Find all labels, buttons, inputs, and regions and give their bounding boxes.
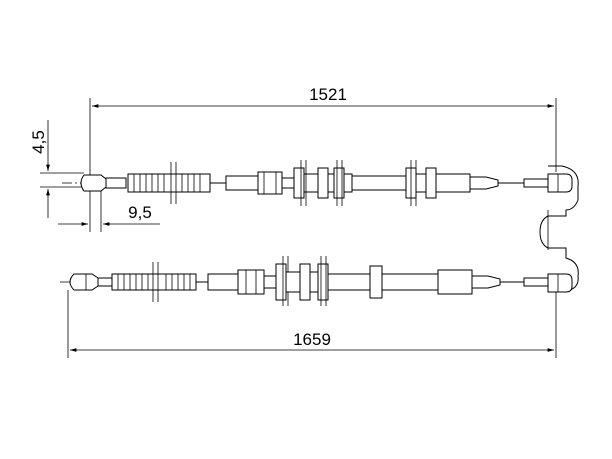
upper-crimp [105, 177, 127, 189]
upper-end-crimp [523, 178, 549, 188]
upper-sleeve-2 [351, 175, 407, 191]
dimension-upper-label: 1521 [309, 85, 347, 104]
dimension-end-diameter: 4,5 [29, 120, 84, 218]
upper-nut [257, 171, 283, 195]
lower-crimp [97, 277, 113, 287]
dimension-offset-label: 9,5 [128, 203, 152, 222]
lower-sleeve-1 [207, 273, 239, 291]
lower-grommet-4 [369, 265, 383, 299]
upper-grommet-2 [333, 167, 345, 199]
dimension-end-offset: 9,5 [58, 190, 160, 232]
lower-cable [60, 256, 573, 306]
lower-spring-coils [117, 274, 191, 290]
lower-nut [237, 269, 265, 295]
upper-grommet-1 [293, 167, 305, 199]
upper-end-fitting [547, 173, 573, 193]
lower-sleeve-3 [437, 269, 473, 295]
lower-grommet-2 [299, 263, 311, 301]
lower-sleeve-2 [327, 273, 371, 291]
lower-end-fitting [547, 273, 573, 293]
end-bracket [539, 165, 579, 293]
dimension-lower-length: 1659 [67, 290, 557, 358]
dimension-lower-label: 1659 [293, 330, 331, 349]
upper-spring-coils [133, 174, 201, 192]
lower-grommet-1 [275, 263, 287, 301]
upper-end-nipple [80, 174, 107, 192]
lower-end-crimp [523, 277, 549, 287]
upper-sleeve-3 [435, 173, 471, 193]
lower-end-nipple [69, 273, 99, 291]
dimension-diameter-label: 4,5 [29, 130, 48, 154]
lower-grommet-3 [317, 263, 329, 301]
upper-sleeve-1 [225, 175, 259, 191]
dimension-upper-length: 1521 [89, 85, 557, 232]
lower-spring-sleeve [111, 273, 197, 291]
upper-cable [62, 160, 573, 206]
